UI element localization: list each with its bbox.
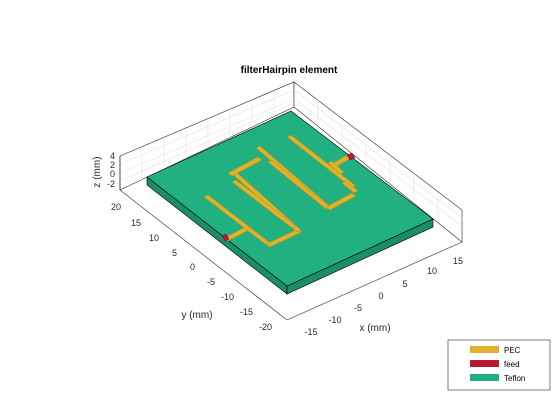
legend-swatch-teflon — [470, 374, 499, 381]
legend-swatch-pec — [470, 346, 499, 353]
x-tick-label: -15 — [304, 327, 317, 337]
legend-swatch-feed — [470, 360, 499, 367]
resonator-3-arm-b — [286, 134, 357, 189]
grid-right-wall — [293, 89, 463, 227]
legend-label-feed: feed — [504, 360, 520, 369]
y-tick-label: 5 — [172, 248, 177, 258]
z-tick-label: -2 — [107, 179, 115, 189]
resonator-3-bottom — [325, 192, 357, 211]
resonator-3-top — [327, 160, 345, 175]
substrate — [146, 110, 434, 295]
legend: PEC feed Teflon — [447, 339, 551, 391]
resonator-1-bottom — [265, 228, 303, 248]
resonator-3-right — [341, 180, 359, 194]
x-tick-label: -10 — [328, 315, 341, 325]
x-axis-label: x (mm) — [359, 323, 390, 334]
resonator-2-arm-a — [231, 179, 297, 229]
feed-port-output — [346, 152, 356, 161]
x-tick-label: 0 — [378, 291, 383, 301]
z-tick-label: 4 — [110, 151, 115, 161]
y-tick-label: 15 — [131, 218, 141, 228]
legend-label-teflon: Teflon — [504, 374, 525, 383]
z-axis-label: z (mm) — [92, 156, 103, 187]
y-axis-line — [119, 189, 288, 321]
substrate-top — [146, 110, 434, 287]
z-tick-label: 2 — [110, 160, 115, 170]
axis-lines — [119, 156, 463, 321]
x-tick-label: 5 — [402, 279, 407, 289]
y-tick-label: -10 — [221, 292, 234, 302]
grid-left-wall — [119, 89, 295, 182]
y-tick-label: 20 — [111, 202, 121, 212]
y-tick-label: -15 — [240, 307, 253, 317]
feed-port-input — [221, 233, 230, 242]
y-tick-label: -5 — [207, 277, 215, 287]
y-ticks: 20 15 10 5 0 -5 -10 -15 -20 — [111, 202, 272, 332]
y-tick-label: -20 — [259, 322, 272, 332]
figure-title: filterHairpin element — [241, 65, 338, 76]
y-tick-label: 10 — [149, 233, 159, 243]
x-tick-label: 10 — [427, 266, 437, 276]
x-tick-label: 15 — [453, 256, 463, 266]
axes-box — [119, 81, 463, 243]
x-axis-line — [286, 241, 463, 321]
resonator-2-top — [227, 156, 263, 177]
pec-traces — [203, 134, 359, 248]
x-tick-label: -5 — [354, 303, 362, 313]
y-axis-label: y (mm) — [181, 310, 212, 321]
z-tick-label: 0 — [110, 169, 115, 179]
legend-label-pec: PEC — [504, 346, 521, 355]
y-tick-label: 0 — [190, 262, 195, 272]
feed-ports — [221, 152, 356, 242]
z-ticks: 4 2 0 -2 — [107, 151, 115, 189]
x-ticks: -15 -10 -5 0 5 10 15 — [304, 256, 463, 337]
